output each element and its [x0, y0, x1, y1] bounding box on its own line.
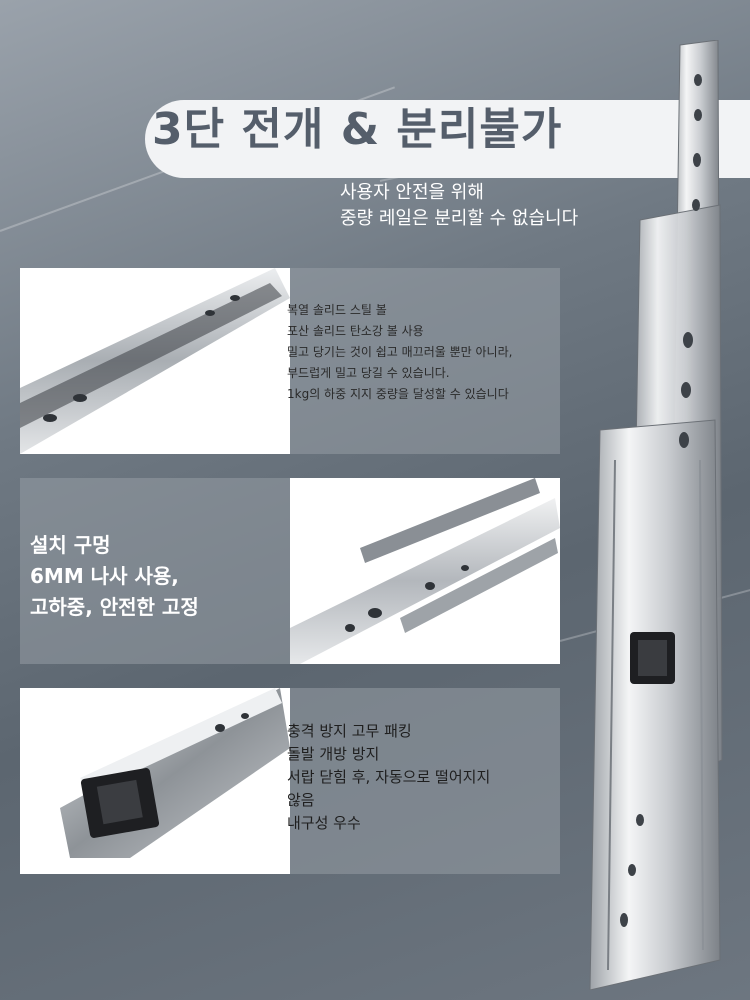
spec-line: 충격 방지 고무 패킹: [287, 722, 412, 740]
spec-panel-mounting: [20, 478, 290, 664]
spec-line: 돌발 개방 방지: [287, 745, 380, 763]
spec-line: 내구성 우수: [287, 814, 361, 832]
spec-panel-bearing: [290, 268, 560, 454]
subtitle-line: 중량 레일은 분리할 수 없습니다: [340, 208, 579, 229]
spec-line: 포산 솔리드 탄소강 볼 사용: [287, 324, 424, 338]
spec-line: 1kg의 하중 지지 중량을 달성할 수 있습니다: [287, 387, 509, 401]
mounting-spec-text: 설치 구멍 6MM 나사 사용, 고하중, 안전한 고정: [30, 530, 199, 623]
spec-line: 밀고 당기는 것이 쉽고 매끄러울 뿐만 아니라,: [287, 345, 513, 359]
spec-line: 6MM 나사 사용,: [30, 564, 179, 588]
rubber-stopper-photo: [20, 688, 290, 874]
spec-line: 설치 구멍: [30, 533, 111, 557]
bearing-spec-text: 복열 솔리드 스틸 볼 포산 솔리드 탄소강 볼 사용 밀고 당기는 것이 쉽고…: [287, 300, 512, 405]
mounting-holes-photo: [290, 478, 560, 664]
spec-line: 복열 솔리드 스틸 볼: [287, 303, 387, 317]
subtitle: 사용자 안전을 위해 중량 레일은 분리할 수 없습니다: [340, 180, 660, 232]
spec-line: 않음: [287, 791, 315, 809]
spec-line: 부드럽게 밀고 당길 수 있습니다.: [287, 366, 450, 380]
subtitle-line: 사용자 안전을 위해: [340, 182, 484, 203]
ball-bearing-photo: [20, 268, 290, 454]
title-banner: [145, 100, 750, 178]
spec-line: 고하중, 안전한 고정: [30, 595, 199, 619]
page-title: 3단 전개 & 분리불가: [152, 104, 563, 155]
spec-panel-stopper: [290, 688, 560, 874]
spec-line: 서랍 닫힘 후, 자동으로 떨어지지: [287, 768, 491, 786]
slide-rail-image: [560, 40, 740, 990]
stopper-spec-text: 충격 방지 고무 패킹 돌발 개방 방지 서랍 닫힘 후, 자동으로 떨어지지 …: [287, 720, 490, 835]
